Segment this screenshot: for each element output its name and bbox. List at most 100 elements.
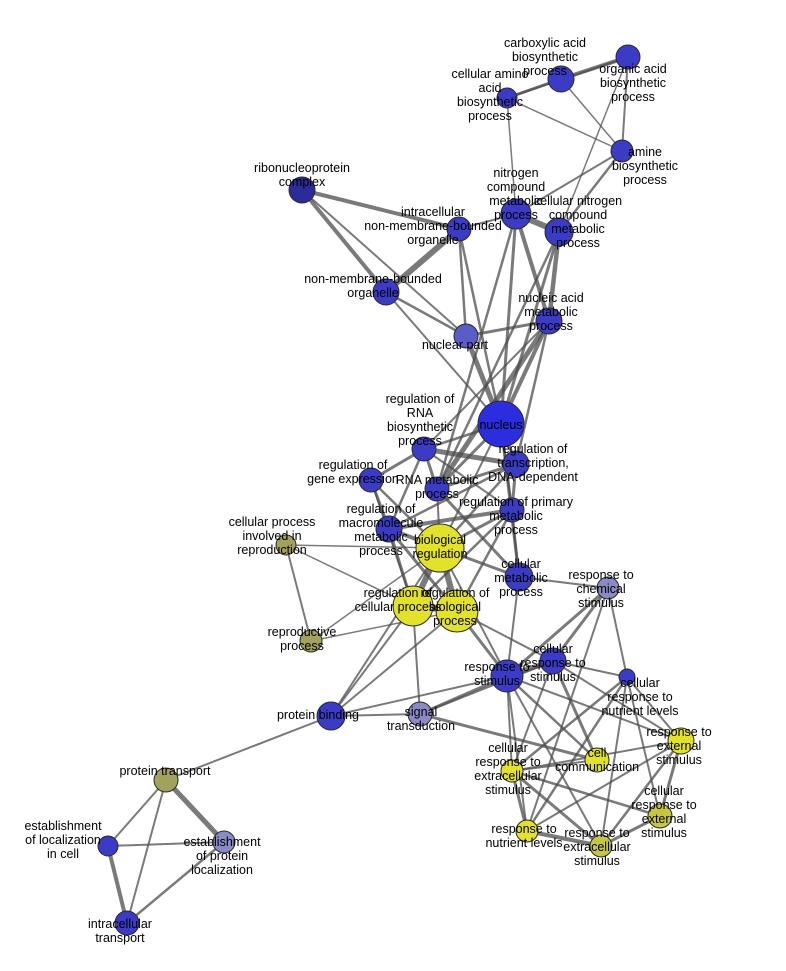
edge-cellrespstim-cellrespextracell — [511, 660, 554, 772]
node-cellmetab[interactable]: cellular metabolic process — [504, 562, 534, 592]
edge-reproductive-regbioproc — [310, 610, 458, 642]
node-regbioproc[interactable]: regulation of biological process — [435, 589, 479, 633]
node-organicacid[interactable]: organic acid biosynthetic process — [615, 44, 641, 70]
node-respchem[interactable]: response to chemical stimulus — [596, 576, 620, 600]
node-carboxylic[interactable]: carboxylic acid biosynthetic process — [547, 65, 575, 93]
node-respnutrient[interactable]: response to nutrient levels — [515, 819, 539, 843]
node-estlocincell[interactable]: establishment of localization in cell — [97, 835, 119, 857]
edge-cellrespnutrient-respextracell — [600, 676, 628, 847]
node-cellrespexternal[interactable]: cellular response to external stimulus — [647, 803, 673, 829]
node-nucleus[interactable]: nucleus — [477, 400, 525, 448]
edge-intraNMB-nuclearpart — [457, 227, 468, 338]
edge-organicacid-cellularN — [558, 56, 629, 233]
edge-cellmetab-respstim — [506, 576, 520, 677]
edge-cellamino-amine — [506, 97, 623, 152]
edge-cellrespextracell-respextracell — [510, 769, 603, 848]
edge-intraNMB-nucleus — [457, 227, 503, 426]
node-cellrespstim[interactable]: cellular response to stimulus — [539, 647, 567, 675]
node-nitrogen[interactable]: nitrogen compound metabolic process — [500, 198, 532, 230]
node-signal[interactable]: signal transduction — [407, 701, 433, 727]
node-riboprotein[interactable]: ribonucleoprotein complex — [288, 176, 316, 204]
node-cellamino[interactable]: cellular amino acid biosynthetic process — [496, 87, 518, 109]
edge-proteintransport-intracellular — [126, 779, 167, 924]
edge-regprimary-regmacro — [387, 508, 514, 531]
edge-nonmembrane-nuclearpart — [384, 290, 468, 338]
node-respextracell[interactable]: response to extracellular stimulus — [589, 834, 613, 858]
node-cellcomm[interactable]: cell communication — [584, 747, 610, 773]
edge-amine-nitrogen — [515, 150, 623, 215]
node-proteinbinding[interactable]: protein binding — [316, 701, 346, 731]
edge-cellprocrepro-reproductive — [285, 544, 312, 642]
edge-nitrogen-nucleicacid — [514, 212, 551, 323]
edge-rnametab-cellmetab — [435, 487, 521, 579]
node-reggene[interactable]: regulation of gene expression — [358, 467, 384, 493]
node-cellrespnutrient[interactable]: cellular response to nutrient levels — [618, 668, 636, 686]
edge-nonmembrane-nucleus — [385, 291, 502, 425]
edge-proteinbinding-proteintransport — [165, 715, 332, 781]
edge-respstim-respextracell — [506, 675, 602, 847]
edge-cellcomm-signal — [418, 712, 599, 762]
edge-reproductive-bioreg — [310, 547, 441, 642]
node-regprimary[interactable]: regulation of primary metabolic process — [499, 497, 525, 523]
node-regtrans[interactable]: regulation of transcription, DNA-depende… — [502, 450, 530, 478]
edge-respstim-respext — [506, 675, 682, 742]
edge-cellmetab-respchem — [518, 576, 609, 589]
node-reproductive[interactable]: reproductive process — [299, 629, 323, 653]
edge-riboprotein-nonmembrane — [300, 188, 388, 294]
edge-cellamino-nitrogen — [506, 97, 517, 215]
node-amine[interactable]: amine biosynthetic process — [610, 139, 634, 163]
node-respstim[interactable]: response to stimulus — [490, 659, 524, 693]
node-nuclearpart[interactable]: nuclear part — [453, 323, 479, 349]
edge-respnutrient-respextracell — [525, 829, 603, 848]
node-regRNAbio[interactable]: regulation of RNA biosynthetic process — [411, 436, 437, 462]
node-cellprocrepro[interactable]: cellular process involved in reproductio… — [275, 534, 297, 556]
edges-layer — [106, 55, 683, 925]
edge-cellrespnutrient-cellrespextracell — [510, 675, 629, 773]
node-proteintransport[interactable]: protein transport — [153, 767, 179, 793]
node-respext[interactable]: response to external stimulus — [667, 727, 695, 755]
node-regmacro[interactable]: regulation of macromolecule metabolic pr… — [375, 515, 403, 543]
node-cellrespextracell[interactable]: cellular response to extracellular stimu… — [500, 759, 524, 783]
edge-cellularN-rnametab — [435, 230, 561, 491]
edge-riboprotein-nuclearpart — [301, 189, 467, 337]
edge-respchem-cellrespnutrient — [607, 587, 628, 678]
edge-organicacid-amine — [621, 56, 629, 152]
node-nonmembrane[interactable]: non-membrane-bounded organelle — [372, 278, 400, 306]
node-bioreg[interactable]: biological regulation — [415, 523, 465, 573]
node-cellularN[interactable]: cellular nitrogen compound metabolic pro… — [544, 217, 574, 247]
node-rnametab[interactable]: RNA metabolic process — [424, 476, 450, 502]
edge-amine-cellularN — [557, 149, 624, 234]
edge-nucleicacid-regRNAbio — [423, 320, 550, 450]
edge-nuclearpart-nucleicacid — [464, 319, 551, 338]
edge-respchem-respstim — [505, 586, 610, 678]
node-nucleicacid[interactable]: nucleic acid metabolic process — [535, 307, 563, 335]
node-estprotloc[interactable]: establishment of protein localization — [212, 830, 236, 854]
node-intracellular[interactable]: intracellular transport — [114, 910, 140, 936]
edge-nitrogen-rnametab — [435, 212, 518, 491]
edge-estlocincell-intracellular — [106, 844, 129, 925]
node-regcellproc[interactable]: regulation of cellular process — [392, 585, 434, 627]
edge-respchem-respnutrient — [526, 587, 609, 832]
node-intraNMB[interactable]: intracellular non-membrane-bounded organ… — [446, 216, 472, 242]
